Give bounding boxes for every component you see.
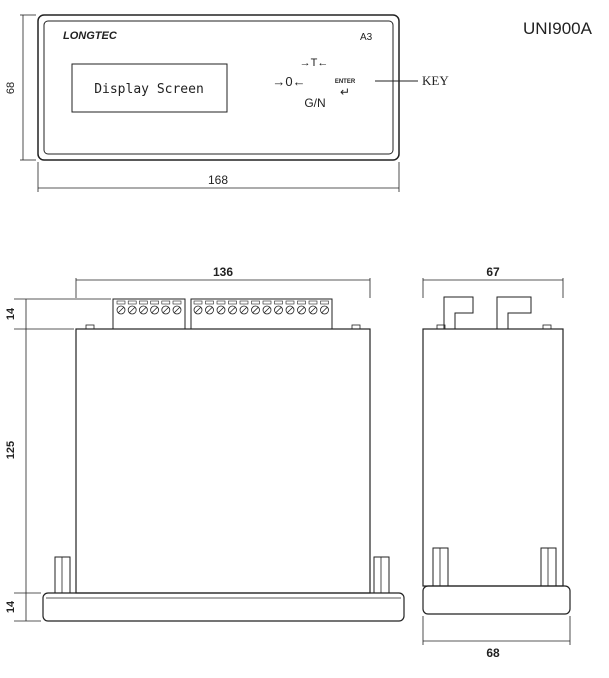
terminal-screw-slot <box>229 306 236 314</box>
brand-logo: LONGTEC <box>63 30 118 42</box>
terminal-screw-slot <box>275 306 282 314</box>
terminal-slot <box>161 300 171 305</box>
display-screen <box>71 63 228 113</box>
terminal-screw <box>285 305 295 315</box>
terminal-slot <box>139 300 148 305</box>
side-clip-tab <box>436 324 446 330</box>
terminal-slot <box>116 300 126 305</box>
terminal-slot <box>172 300 182 305</box>
terminal-screw-slot <box>162 306 170 314</box>
terminal-slot <box>320 300 329 305</box>
front-view: LONGTEC A3 Display Screen →T← →0← G/N EN… <box>5 14 449 192</box>
terminal-screw-slot <box>140 306 147 314</box>
tare-key-symbol: →T← <box>300 57 329 69</box>
terminal-slot <box>297 300 306 305</box>
terminal-slot <box>285 300 295 305</box>
terminal-screw <box>116 305 126 315</box>
terminal-slot <box>216 300 226 305</box>
terminal-screw <box>308 305 318 315</box>
terminal-screw <box>320 305 329 315</box>
terminal-slot <box>239 300 249 305</box>
terminal-screw-slot <box>151 306 158 314</box>
terminal-screw <box>172 305 182 315</box>
dim-front-height: 68 <box>5 82 17 94</box>
terminal-screw-slot <box>128 306 136 314</box>
model-code: A3 <box>360 32 373 43</box>
dim-back-width: 136 <box>213 265 233 279</box>
zero-key-symbol: →0← <box>272 74 305 89</box>
terminal-screw-slot <box>240 306 248 314</box>
side-view: 67 68 <box>422 265 571 660</box>
terminal-screw-slot <box>309 306 317 314</box>
back-view: 136 14 125 14 <box>5 265 405 622</box>
dim-back-top: 14 <box>5 307 17 320</box>
side-mount-clip-left <box>432 547 449 587</box>
back-clip-tab <box>85 324 95 330</box>
terminal-screw-slot <box>173 306 181 314</box>
dim-back-body: 125 <box>5 441 17 459</box>
side-bezel <box>422 585 571 615</box>
terminal-screw <box>138 305 148 315</box>
terminal-screw <box>150 305 160 315</box>
side-mount-clip-right <box>540 547 557 587</box>
display-screen-label: Display Screen <box>94 82 204 97</box>
terminal-screw-slot <box>263 306 271 314</box>
terminal-screw-slot <box>286 306 294 314</box>
back-bezel <box>42 592 405 622</box>
terminal-screw <box>216 305 226 315</box>
side-body <box>422 328 564 587</box>
terminal-slot <box>228 300 237 305</box>
front-bezel-outer <box>37 14 400 161</box>
terminal-block-right <box>190 298 333 330</box>
dim-back-bottom: 14 <box>5 600 17 613</box>
dim-front-width: 168 <box>208 173 228 187</box>
front-bezel-inner <box>43 20 394 155</box>
terminal-screw <box>251 305 260 315</box>
dim-side-top: 67 <box>486 265 500 279</box>
model-title: UNI900A <box>523 19 593 38</box>
back-clip-tab <box>351 324 361 330</box>
terminal-screw-slot <box>298 306 305 314</box>
side-clip-tab <box>542 324 552 330</box>
terminal-screw-slot <box>217 306 225 314</box>
key-callout: KEY <box>422 73 449 88</box>
terminal-slot <box>262 300 272 305</box>
terminal-slot <box>193 300 203 305</box>
terminal-slot <box>205 300 214 305</box>
terminal-screw <box>127 305 137 315</box>
terminal-screw <box>262 305 272 315</box>
side-connector-right <box>496 296 532 329</box>
back-body <box>75 328 371 594</box>
terminal-screw <box>239 305 249 315</box>
terminal-screw <box>193 305 203 315</box>
mount-clip-left <box>54 556 71 594</box>
terminal-screw-slot <box>117 306 125 314</box>
terminal-slot <box>251 300 260 305</box>
terminal-slot <box>127 300 137 305</box>
terminal-screw <box>274 305 283 315</box>
terminal-screw <box>205 305 214 315</box>
dim-side-bottom: 68 <box>486 646 500 660</box>
gn-key-label: G/N <box>304 96 325 110</box>
terminal-screw <box>161 305 171 315</box>
terminal-block-left <box>112 298 186 330</box>
mount-clip-right <box>373 556 390 594</box>
terminal-screw-slot <box>252 306 259 314</box>
terminal-slot <box>274 300 283 305</box>
side-connector-left <box>443 296 474 329</box>
terminal-screw <box>228 305 237 315</box>
terminal-pins-left <box>116 300 182 315</box>
enter-key-label: ENTER <box>335 79 356 85</box>
terminal-slot <box>308 300 318 305</box>
terminal-screw-slot <box>206 306 213 314</box>
terminal-slot <box>150 300 159 305</box>
terminal-screw-slot <box>321 306 328 314</box>
terminal-screw-slot <box>194 306 202 314</box>
enter-arrow-icon: ↵ <box>340 85 350 99</box>
terminal-pins-right <box>193 300 329 315</box>
terminal-screw <box>297 305 306 315</box>
